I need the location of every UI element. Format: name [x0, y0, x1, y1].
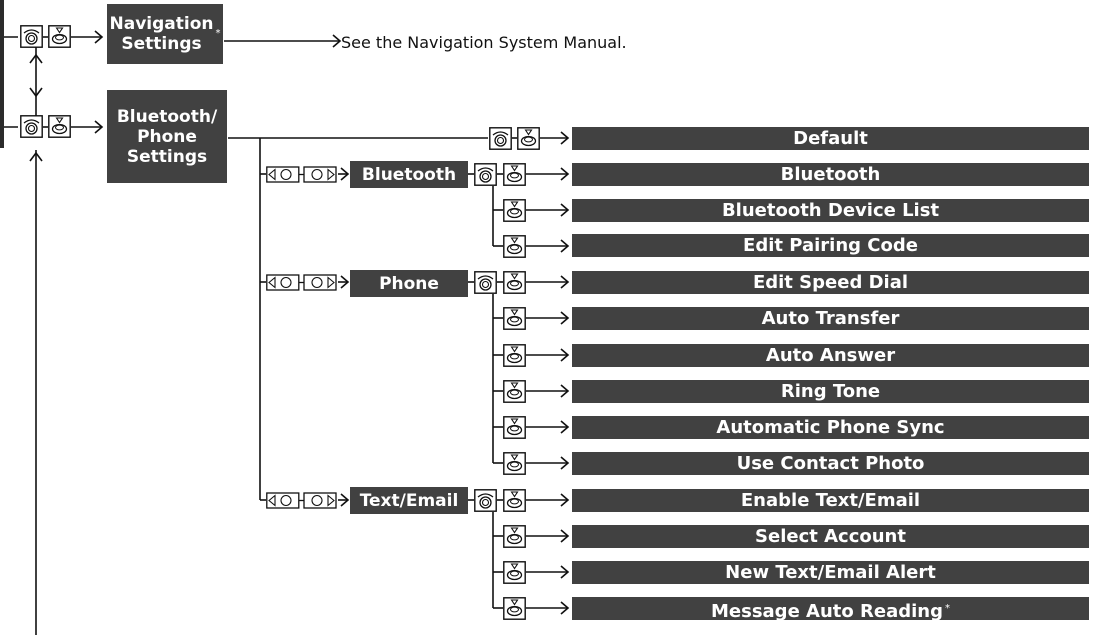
auto-answer-item: Auto Answer [572, 344, 1089, 367]
automatic-phone-sync-item: Automatic Phone Sync [572, 416, 1089, 439]
select-account-item: Select Account [572, 525, 1089, 548]
arrow-head-right [340, 167, 350, 181]
use-contact-photo-item: Use Contact Photo [572, 452, 1089, 475]
page-edge-tab [0, 0, 4, 148]
enable-text-email-item: Enable Text/Email [572, 489, 1089, 512]
press-knob-icon [503, 235, 526, 258]
arrow-head-down [29, 87, 43, 98]
rotate-knob-icon [474, 489, 497, 512]
select-account-label: Select Account [755, 526, 906, 547]
edit-pairing-code-label: Edit Pairing Code [743, 235, 918, 256]
press-knob-icon [48, 115, 71, 138]
edit-pairing-code-item: Edit Pairing Code [572, 234, 1089, 257]
press-knob-icon [48, 25, 71, 48]
arrow-head-right [560, 565, 570, 579]
arrow-head-right [560, 311, 570, 325]
default-label: Default [793, 128, 868, 149]
message-auto-reading-label: Message Auto Reading [710, 601, 943, 622]
bluetooth-label: Bluetooth [780, 164, 881, 185]
arrow-head-right [94, 30, 104, 44]
press-knob-icon [517, 127, 540, 150]
bluetooth-submenu-label: Bluetooth [361, 164, 457, 185]
use-contact-photo-label: Use Contact Photo [736, 453, 925, 474]
bluetooth-device-list-label: Bluetooth Device List [721, 200, 940, 221]
press-knob-icon [503, 344, 526, 367]
arrow-head-right [560, 420, 570, 434]
rotate-knob-icon [20, 25, 43, 48]
message-auto-reading-item: Message Auto Reading* [572, 597, 1089, 622]
press-knob-icon [503, 452, 526, 475]
navigation-settings-box: Navigation Settings* [107, 4, 223, 64]
press-knob-icon [503, 307, 526, 330]
arrow-head-right [560, 493, 570, 507]
move-left-right-icon [266, 166, 337, 183]
default-item: Default [572, 127, 1089, 150]
edit-speed-dial-item: Edit Speed Dial [572, 271, 1089, 294]
arrow-head-right [560, 601, 570, 615]
press-knob-icon [503, 199, 526, 222]
press-knob-icon [503, 489, 526, 512]
ring-tone-item: Ring Tone [572, 380, 1089, 403]
arrow-head-right [560, 275, 570, 289]
rotate-knob-icon [489, 127, 512, 150]
bluetooth-device-list-item: Bluetooth Device List [572, 199, 1089, 222]
bluetooth-submenu-box: Bluetooth [350, 161, 468, 188]
rotate-knob-icon [20, 115, 43, 138]
text-email-submenu-label: Text/Email [359, 490, 459, 511]
arrow-head-right [560, 239, 570, 253]
arrow-head-right [340, 275, 350, 289]
arrow-head-right [94, 120, 104, 134]
navigation-settings-label: Navigation Settings [109, 14, 214, 54]
navigation-note: See the Navigation System Manual. [341, 33, 627, 52]
press-knob-icon [503, 380, 526, 403]
nav-up-arrow [29, 53, 43, 64]
enable-text-email-label: Enable Text/Email [740, 490, 921, 511]
text-email-submenu-box: Text/Email [350, 487, 468, 514]
arrow-head-right [340, 493, 350, 507]
new-text-email-alert-label: New Text/Email Alert [725, 562, 936, 583]
automatic-phone-sync-label: Automatic Phone Sync [716, 417, 945, 438]
move-left-right-icon [266, 274, 337, 291]
arrow-head-right [560, 384, 570, 398]
ring-tone-label: Ring Tone [780, 381, 881, 402]
phone-submenu-box: Phone [350, 270, 468, 297]
press-knob-icon [503, 271, 526, 294]
press-knob-icon [503, 561, 526, 584]
edit-speed-dial-label: Edit Speed Dial [752, 272, 909, 293]
arrow-head-right [560, 456, 570, 470]
arrow-head-right [560, 131, 570, 145]
rotate-knob-icon [474, 271, 497, 294]
navigation-settings-asterisk: * [215, 28, 221, 39]
auto-transfer-label: Auto Transfer [761, 308, 900, 329]
arrow-head-right [560, 529, 570, 543]
rotate-knob-icon [474, 163, 497, 186]
press-knob-icon [503, 416, 526, 439]
auto-answer-label: Auto Answer [765, 345, 896, 366]
arrow-head-up [29, 151, 43, 162]
arrow-head-right [560, 203, 570, 217]
press-knob-icon [503, 163, 526, 186]
move-left-right-icon [266, 492, 337, 509]
message-auto-reading-asterisk: * [945, 603, 950, 614]
arrow-head-right [560, 167, 570, 181]
bluetooth-item: Bluetooth [572, 163, 1089, 186]
phone-submenu-label: Phone [379, 273, 439, 294]
arrow-head-right [332, 34, 342, 48]
press-knob-icon [503, 597, 526, 620]
bluetooth-phone-settings-box: Bluetooth/ Phone Settings [107, 90, 227, 183]
new-text-email-alert-item: New Text/Email Alert [572, 561, 1089, 584]
bluetooth-phone-settings-label: Bluetooth/ Phone Settings [116, 106, 218, 167]
auto-transfer-item: Auto Transfer [572, 307, 1089, 330]
arrow-head-right [560, 348, 570, 362]
press-knob-icon [503, 525, 526, 548]
